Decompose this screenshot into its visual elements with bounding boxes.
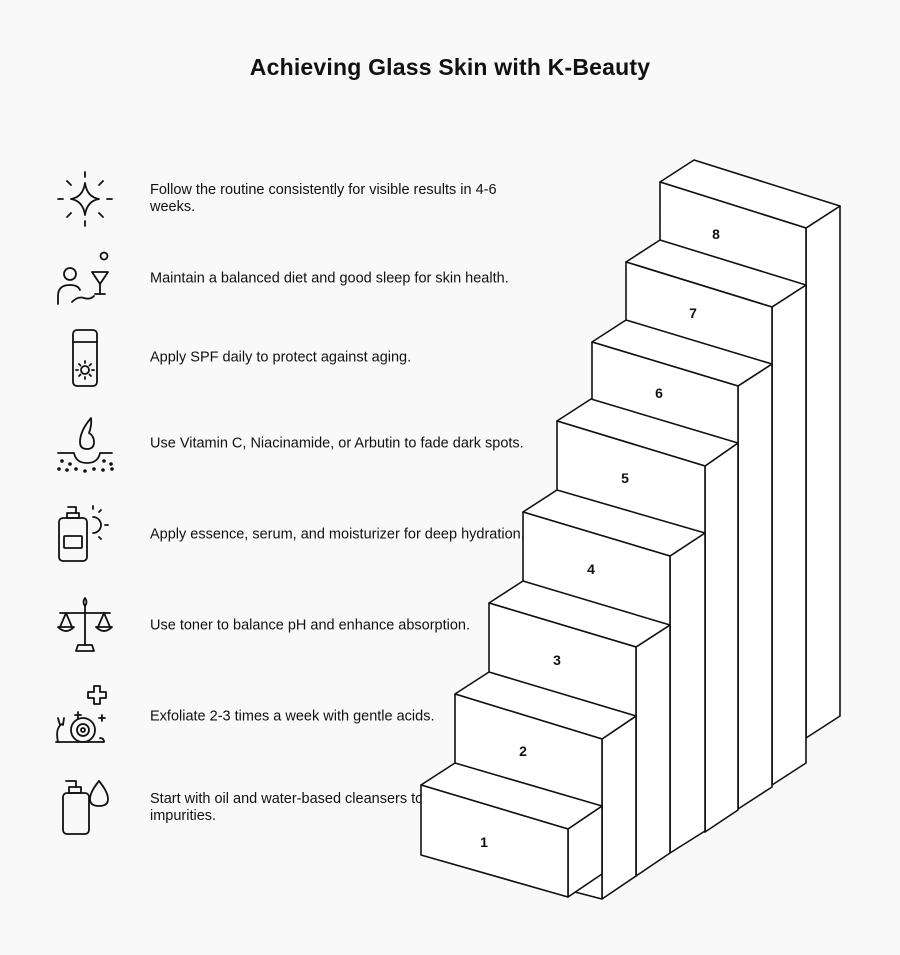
stair-side-4 [669, 532, 706, 854]
stair-number-3: 3 [553, 652, 561, 668]
step-text-1: Start with oil and water-based cleansers… [150, 791, 476, 824]
stair-side-6 [737, 363, 773, 810]
step-row-4: Apply essence, serum, and moisturizer fo… [50, 500, 525, 570]
step-text-8: Follow the routine consistently for visi… [150, 182, 497, 215]
step-text-7: Maintain a balanced diet and good sleep … [150, 270, 509, 287]
step-row-8: Follow the routine consistently for visi… [50, 164, 497, 234]
sunscreen-tube-icon [50, 323, 120, 393]
stair-side-2 [601, 715, 637, 900]
stair-number-7: 7 [689, 305, 697, 321]
step-row-3: Use toner to balance pH and enhance abso… [50, 591, 470, 661]
stair-number-2: 2 [519, 743, 527, 759]
stair-number-5: 5 [621, 470, 629, 486]
page-title: Achieving Glass Skin with K-Beauty [249, 54, 651, 80]
step-row-1: Start with oil and water-based cleansers… [50, 773, 476, 843]
stair-number-8: 8 [712, 226, 720, 242]
step-text-5: Use Vitamin C, Niacinamide, or Arbutin t… [150, 435, 524, 452]
step-text-3: Use toner to balance pH and enhance abso… [150, 617, 471, 634]
step-row-7: Maintain a balanced diet and good sleep … [50, 244, 509, 314]
snail-plus-icon [50, 682, 120, 752]
cleanser-bottle-drop-icon [50, 773, 120, 843]
stair-front-1 [420, 784, 569, 898]
stair-side-7 [771, 284, 807, 786]
stair-number-4: 4 [587, 561, 595, 577]
stair-number-1: 1 [480, 834, 488, 850]
step-text-4: Apply essence, serum, and moisturizer fo… [150, 526, 525, 543]
stair-side-3 [635, 624, 671, 877]
stair-number-6: 6 [655, 385, 663, 401]
pump-bottle-sun-icon [50, 500, 120, 570]
stair-side-5 [704, 442, 739, 833]
balance-scale-icon [50, 591, 120, 661]
sparkle-icon [50, 164, 120, 234]
stair-side-8 [805, 205, 841, 739]
step-row-6: Apply SPF daily to protect against aging… [50, 323, 450, 393]
skin-drop-icon [50, 409, 120, 479]
step-row-2: Exfoliate 2-3 times a week with gentle a… [50, 682, 450, 752]
step-text-2: Exfoliate 2-3 times a week with gentle a… [150, 708, 435, 725]
person-drink-icon [50, 244, 120, 314]
stair-block-1: 1 [420, 762, 603, 898]
step-row-5: Use Vitamin C, Niacinamide, or Arbutin t… [50, 409, 524, 479]
step-text-6: Apply SPF daily to protect against aging… [150, 349, 412, 366]
